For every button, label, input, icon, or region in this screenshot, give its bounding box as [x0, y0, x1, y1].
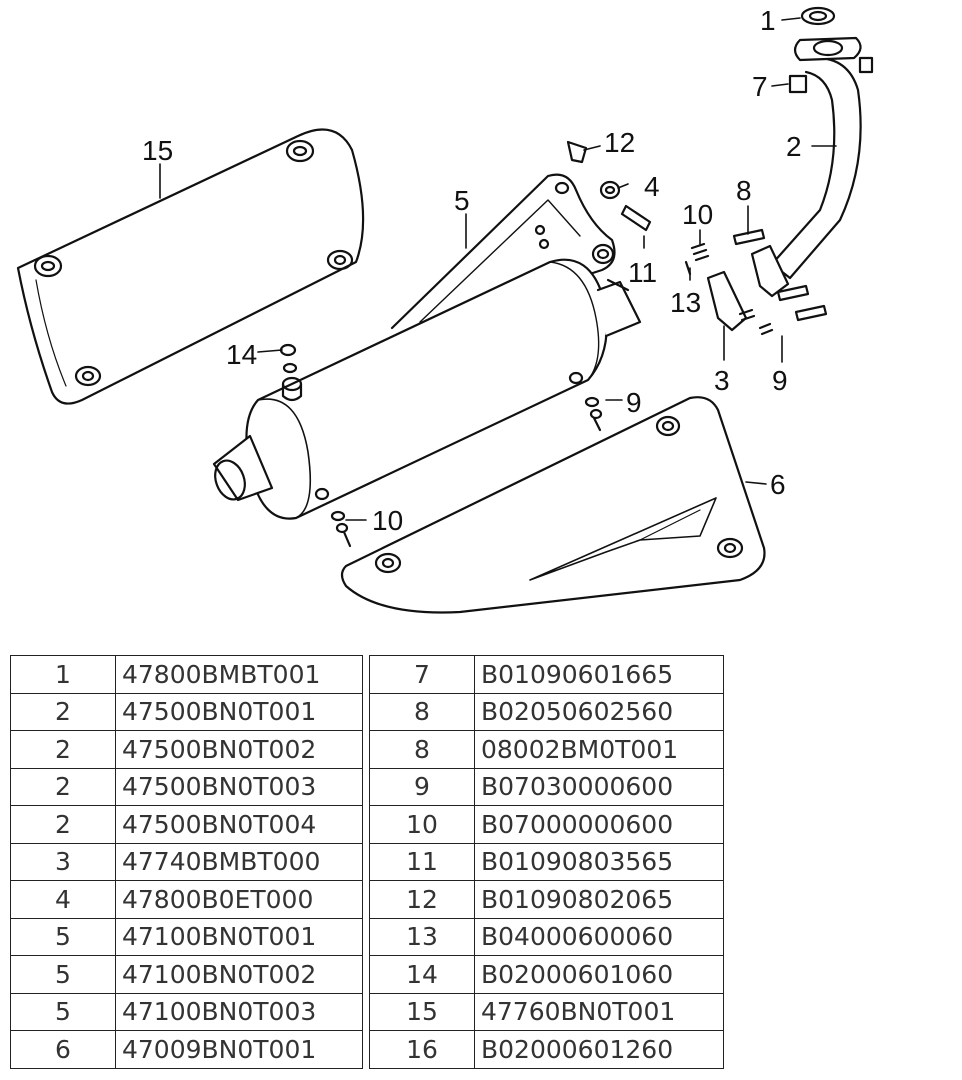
- column-gap: [363, 1031, 370, 1069]
- right-part-number: B02000601260: [474, 1030, 724, 1069]
- column-gap: [363, 768, 370, 806]
- column-gap: [363, 731, 370, 769]
- callout-5: 5: [454, 185, 470, 216]
- table-row: 5 47100BN0T003 15 47760BN0T001: [10, 992, 724, 1031]
- left-item-number: 3: [10, 842, 116, 881]
- callout-9a: 9: [626, 387, 642, 418]
- table-row: 2 47500BN0T001 8 B02050602560: [10, 692, 724, 731]
- left-item-number: 5: [10, 992, 116, 1031]
- left-item-number: 5: [10, 955, 116, 994]
- left-part-number: 47500BN0T002: [115, 730, 363, 769]
- right-item-number: 14: [369, 955, 475, 994]
- column-gap: [363, 881, 370, 919]
- table-row: 2 47500BN0T002 8 08002BM0T001: [10, 730, 724, 769]
- left-part-number: 47500BN0T003: [115, 767, 363, 806]
- callout-8: 8: [736, 175, 752, 206]
- exhaust-pipe: [770, 36, 862, 280]
- right-part-number: B07030000600: [474, 767, 724, 806]
- right-item-number: 8: [369, 730, 475, 769]
- left-part-number: 47100BN0T001: [115, 917, 363, 956]
- right-item-number: 7: [369, 655, 475, 694]
- left-part-number: 47800BMBT001: [115, 655, 363, 694]
- column-gap: [363, 693, 370, 731]
- right-part-number: B07000000600: [474, 805, 724, 844]
- left-part-number: 47800B0ET000: [115, 880, 363, 919]
- column-gap: [363, 993, 370, 1031]
- callout-labels: 1 7 2 12 4 15 5 8 10 11 13 14 3 9 9 6 10: [142, 5, 802, 536]
- right-part-number: B02050602560: [474, 692, 724, 731]
- table-row: 3 47740BMBT000 11 B01090803565: [10, 842, 724, 881]
- table-row: 4 47800B0ET000 12 B01090802065: [10, 880, 724, 919]
- left-part-number: 47740BMBT000: [115, 842, 363, 881]
- callout-1: 1: [760, 5, 776, 36]
- callout-6: 6: [770, 469, 786, 500]
- table-row: 1 47800BMBT001 7 B01090601665: [10, 655, 724, 694]
- column-gap: [363, 656, 370, 694]
- callout-2: 2: [786, 131, 802, 162]
- parts-table: 1 47800BMBT001 7 B01090601665 2 47500BN0…: [10, 655, 724, 1069]
- table-row: 2 47500BN0T003 9 B07030000600: [10, 767, 724, 806]
- left-item-number: 5: [10, 917, 116, 956]
- column-gap: [363, 806, 370, 844]
- right-item-number: 15: [369, 992, 475, 1031]
- hardware-bolts: [279, 56, 874, 548]
- gasket: [800, 6, 836, 26]
- callout-3: 3: [714, 365, 730, 396]
- left-part-number: 47009BN0T001: [115, 1030, 363, 1069]
- column-gap: [363, 843, 370, 881]
- right-part-number: 47760BN0T001: [474, 992, 724, 1031]
- right-part-number: B01090802065: [474, 880, 724, 919]
- callout-7: 7: [752, 71, 768, 102]
- left-item-number: 4: [10, 880, 116, 919]
- table-row: 2 47500BN0T004 10 B07000000600: [10, 805, 724, 844]
- heat-shield-cover: [16, 128, 365, 405]
- callout-9b: 9: [772, 365, 788, 396]
- callout-4: 4: [644, 171, 660, 202]
- right-item-number: 8: [369, 692, 475, 731]
- table-row: 5 47100BN0T002 14 B02000601060: [10, 955, 724, 994]
- right-item-number: 12: [369, 880, 475, 919]
- exploded-parts-diagram: 1 7 2 12 4 15 5 8 10 11 13 14 3 9 9 6 10: [16, 5, 874, 614]
- right-part-number: B02000601060: [474, 955, 724, 994]
- right-part-number: 08002BM0T001: [474, 730, 724, 769]
- callout-12: 12: [604, 127, 635, 158]
- column-gap: [363, 918, 370, 956]
- right-part-number: B01090601665: [474, 655, 724, 694]
- callout-15: 15: [142, 135, 173, 166]
- right-item-number: 16: [369, 1030, 475, 1069]
- callout-10b: 10: [372, 505, 403, 536]
- muffler: [212, 258, 642, 520]
- left-item-number: 2: [10, 730, 116, 769]
- parts-table-body: 1 47800BMBT001 7 B01090601665 2 47500BN0…: [10, 655, 724, 1069]
- right-item-number: 9: [369, 767, 475, 806]
- leader-lines: [159, 17, 837, 521]
- left-item-number: 6: [10, 1030, 116, 1069]
- left-item-number: 2: [10, 805, 116, 844]
- callout-11: 11: [628, 257, 657, 288]
- right-item-number: 13: [369, 917, 475, 956]
- right-item-number: 11: [369, 842, 475, 881]
- lower-heat-guard: [340, 396, 766, 614]
- left-item-number: 1: [10, 655, 116, 694]
- right-part-number: B01090803565: [474, 842, 724, 881]
- clamp-bracket: [706, 244, 790, 332]
- column-gap: [363, 956, 370, 994]
- left-item-number: 2: [10, 692, 116, 731]
- left-part-number: 47500BN0T001: [115, 692, 363, 731]
- left-item-number: 2: [10, 767, 116, 806]
- callout-14: 14: [226, 339, 257, 370]
- left-part-number: 47100BN0T002: [115, 955, 363, 994]
- callout-10a: 10: [682, 199, 713, 230]
- mounting-bracket: [390, 173, 616, 330]
- right-part-number: B04000600060: [474, 917, 724, 956]
- table-row: 5 47100BN0T001 13 B04000600060: [10, 917, 724, 956]
- table-row: 6 47009BN0T001 16 B02000601260: [10, 1030, 724, 1069]
- callout-13: 13: [670, 287, 701, 318]
- left-part-number: 47100BN0T003: [115, 992, 363, 1031]
- left-part-number: 47500BN0T004: [115, 805, 363, 844]
- right-item-number: 10: [369, 805, 475, 844]
